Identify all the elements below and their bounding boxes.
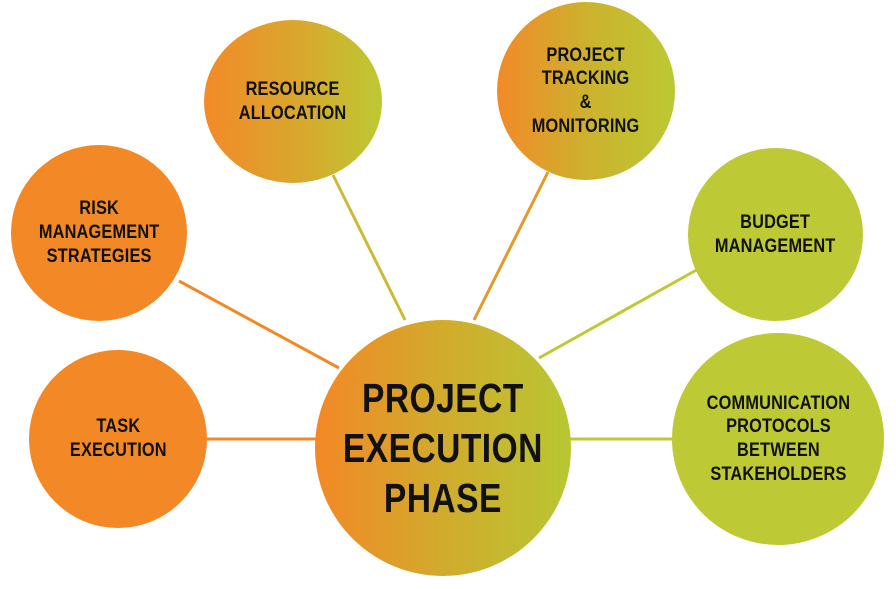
node-label: PROJECT TRACKING & MONITORING [532, 44, 640, 137]
node-task-execution: TASK EXECUTION [29, 350, 207, 528]
node-label: COMMUNICATION PROTOCOLS BETWEEN STAKEHOL… [706, 392, 850, 485]
node-risk-management: RISK MANAGEMENT STRATEGIES [11, 145, 187, 321]
center-node-label: PROJECT EXECUTION PHASE [343, 374, 543, 521]
center-node-project-execution-phase: PROJECT EXECUTION PHASE [315, 320, 571, 576]
connector-budget-management [538, 266, 701, 360]
node-label: BUDGET MANAGEMENT [715, 211, 836, 257]
node-label: TASK EXECUTION [69, 416, 167, 461]
node-project-tracking: PROJECT TRACKING & MONITORING [497, 2, 675, 180]
node-label: RESOURCE ALLOCATION [239, 78, 347, 124]
node-label: RISK MANAGEMENT STRATEGIES [38, 198, 160, 267]
connector-risk-management [178, 279, 340, 370]
connector-project-tracking [472, 171, 550, 321]
node-resource-allocation: RESOURCE ALLOCATION [204, 20, 382, 183]
node-communication-protocols: COMMUNICATION PROTOCOLS BETWEEN STAKEHOL… [672, 333, 884, 545]
connector-resource-allocation [331, 174, 407, 321]
node-budget-management: BUDGET MANAGEMENT [688, 148, 863, 321]
